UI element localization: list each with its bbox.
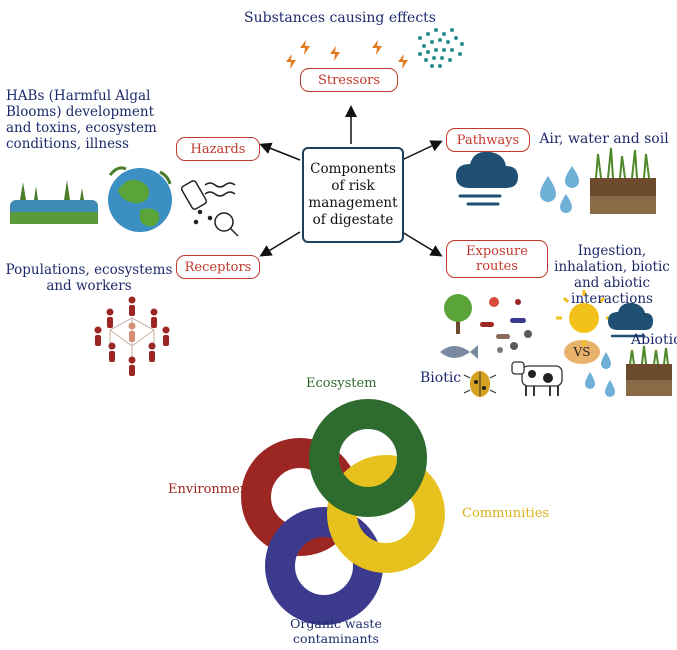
vs-label: VS <box>573 345 591 359</box>
exposure-routes-label: Exposure routes <box>466 244 528 274</box>
stressors-label: Stressors <box>317 72 381 88</box>
organic-waste-label: Organic waste contaminants <box>290 616 382 646</box>
pathways-label: Pathways <box>456 132 520 148</box>
tree-icon <box>444 294 472 334</box>
bacteria-icon <box>480 297 532 353</box>
arrow-to-hazards <box>259 142 301 161</box>
center-concept-box: Components of risk management of digesta… <box>302 147 404 243</box>
arrow-to-exposure <box>401 231 443 257</box>
receptors-node: Receptors <box>176 255 260 279</box>
stressors-description: Substances causing effects <box>244 10 436 26</box>
cow-icon <box>511 361 563 396</box>
stressors-node: Stressors <box>300 68 398 92</box>
beetle-icon <box>463 371 497 397</box>
communities-label: Communities <box>462 506 550 521</box>
center-concept-label: Components of risk management of digesta… <box>308 161 398 228</box>
arrow-to-pathways <box>401 140 443 161</box>
fish-icon <box>440 345 478 359</box>
ecosystem-label: Ecosystem <box>306 376 377 391</box>
plastic-pollution-icon <box>180 180 239 237</box>
earth-icon <box>108 166 172 232</box>
biotic-label: Biotic <box>420 370 462 386</box>
person-icon <box>94 296 170 376</box>
cloud-wind-icon-small <box>608 302 653 338</box>
ecosystem-ring <box>309 399 427 517</box>
sun-icon <box>556 290 612 346</box>
abiotic-label: Abiotic <box>631 332 677 348</box>
receptors-description: Populations, ecosystems and workers <box>5 262 173 294</box>
soil-grass-icon <box>590 147 656 214</box>
hazards-node: Hazards <box>176 137 260 161</box>
rain-droplet-icon <box>585 352 615 397</box>
receptors-label: Receptors <box>184 259 252 275</box>
exposure-routes-node: Exposure routes <box>446 240 548 278</box>
algal-lake-icon <box>10 180 98 224</box>
soil-grass-icon-small <box>626 345 672 396</box>
environment-label: Environment <box>168 482 254 497</box>
communities-ring <box>327 455 445 573</box>
pathways-node: Pathways <box>446 128 530 152</box>
exposure-routes-description: Ingestion, inhalation, biotic and abioti… <box>554 243 670 307</box>
particle-cloud-icon <box>418 28 464 68</box>
hazards-description: HABs (Harmful Algal Blooms) development … <box>6 88 157 152</box>
rings-group <box>241 399 445 625</box>
pathways-description: Air, water and soil <box>539 131 669 147</box>
hazards-label: Hazards <box>190 141 246 157</box>
cloud-wind-icon <box>456 151 518 206</box>
lightning-icon <box>286 40 408 69</box>
vs-badge-icon <box>564 340 600 364</box>
water-droplet-icon <box>540 166 579 213</box>
arrow-to-receptors <box>259 231 301 257</box>
